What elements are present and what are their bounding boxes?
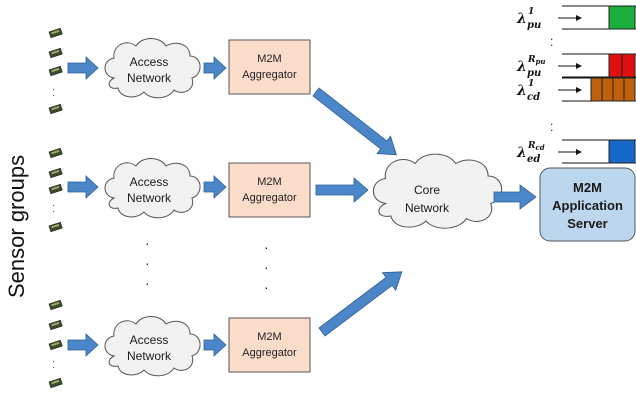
sensor-group-mid: · · <box>48 147 63 233</box>
arrival-rate-label: λ <box>516 59 527 75</box>
sensor-groups-label: Sensor groups <box>4 155 29 298</box>
m2m-aggregator-bot: M2M Aggregator <box>228 317 311 373</box>
svg-text:·: · <box>52 90 55 101</box>
svg-text:·: · <box>52 200 55 211</box>
arrow-icon <box>67 175 99 199</box>
server-label: Application <box>552 198 623 213</box>
arrival-rate-label: λ <box>516 83 527 99</box>
m2m-aggregator-mid: M2M Aggregator <box>228 162 311 218</box>
queue-packet <box>608 53 623 78</box>
aggregator-label: Aggregator <box>242 192 297 204</box>
cloud-label: Access <box>130 175 169 189</box>
arrival-rate-sub: pu <box>527 68 541 79</box>
cloud-label: Access <box>130 333 169 347</box>
arrow-icon <box>315 177 369 203</box>
sensor-icon <box>48 319 63 331</box>
svg-text:·: · <box>264 259 269 275</box>
sensor-icon <box>48 221 63 233</box>
sensor-icon <box>48 147 63 159</box>
arrow-icon <box>493 184 537 210</box>
sensor-group-top: · · <box>48 27 63 115</box>
arrow-icon <box>318 271 403 337</box>
cloud-label: Network <box>127 349 172 363</box>
queue-packet <box>590 77 603 102</box>
queue-packet <box>608 5 636 30</box>
sensor-icon <box>48 377 63 389</box>
aggregator-label: M2M <box>257 176 281 188</box>
cloud-label: Network <box>127 191 172 205</box>
aggregator-label: M2M <box>257 53 281 65</box>
sensor-icon <box>48 47 63 59</box>
arrow-icon <box>312 87 397 156</box>
m2m-aggregator-top: M2M Aggregator <box>228 39 311 95</box>
queue-packet <box>608 139 636 164</box>
arrival-rate-sup: 1 <box>528 79 534 89</box>
m2m-application-server: M2M Application Server <box>539 167 636 242</box>
sensor-icon <box>48 65 63 77</box>
queue-packet <box>601 77 614 102</box>
queue-arrowhead-icon <box>576 149 582 155</box>
arrow-icon <box>203 333 227 357</box>
arrival-rate-label: λ <box>516 11 527 27</box>
svg-text:.: . <box>550 29 553 43</box>
sensor-icon <box>48 103 63 115</box>
queue-arrowhead-icon <box>576 63 582 69</box>
aggregator-label: Aggregator <box>242 347 297 359</box>
server-label: M2M <box>573 180 602 195</box>
sensor-icon <box>48 183 63 195</box>
svg-text:·: · <box>52 362 55 373</box>
aggregator-label: Aggregator <box>242 69 297 81</box>
svg-text:.: . <box>550 114 553 128</box>
svg-text:·: · <box>52 206 55 217</box>
access-network-cloud-bot: Access Network <box>104 316 201 377</box>
svg-text:.: . <box>550 120 553 134</box>
arrival-rate-sup: 1 <box>528 7 534 17</box>
sensor-icon <box>48 339 63 351</box>
arrow-icon <box>203 175 227 199</box>
svg-text:.: . <box>550 35 553 49</box>
cloud-label: Network <box>127 71 172 85</box>
arrival-rate-sup: Rpu <box>527 55 545 66</box>
svg-text:·: · <box>264 279 269 295</box>
svg-text:·: · <box>145 235 150 251</box>
cloud-label: Network <box>405 201 450 215</box>
access-network-cloud-mid: Access Network <box>104 158 201 219</box>
queue-arrowhead-icon <box>576 87 582 93</box>
arrival-rate-sup: Rcd <box>527 141 545 152</box>
cloud-label: Core <box>414 183 440 197</box>
aggregator-label: M2M <box>257 331 281 343</box>
queue-packet <box>623 77 636 102</box>
cloud-label: Access <box>130 55 169 69</box>
queue-packet <box>612 77 625 102</box>
arrow-icon <box>67 333 99 357</box>
sensor-icon <box>48 27 63 39</box>
arrow-icon <box>203 56 227 80</box>
svg-text:·: · <box>145 275 150 291</box>
arrow-icon <box>67 56 99 80</box>
svg-text:·: · <box>145 255 150 271</box>
sensor-icon <box>48 299 63 311</box>
arrival-rate-sub: cd <box>527 92 540 103</box>
arrival-rate-label: λ <box>516 145 527 161</box>
queue-arrowhead-icon <box>576 15 582 21</box>
arrival-rate-sub: ed <box>527 154 540 165</box>
server-label: Server <box>567 216 607 231</box>
svg-text:·: · <box>264 239 269 255</box>
queue-packet <box>621 53 636 78</box>
arrival-rate-sub: pu <box>527 20 541 31</box>
svg-text:·: · <box>52 84 55 95</box>
sensor-group-bot: · · <box>48 299 63 389</box>
svg-text:·: · <box>52 356 55 367</box>
sensor-icon <box>48 167 63 179</box>
access-network-cloud-top: Access Network <box>104 38 201 99</box>
